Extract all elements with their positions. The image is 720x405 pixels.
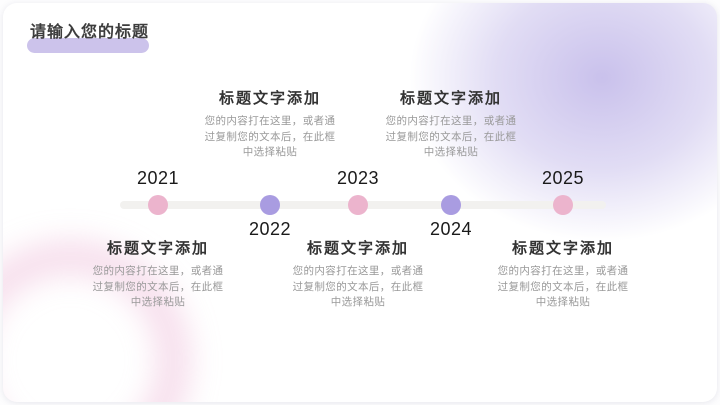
- body-line: 中选择粘贴: [130, 296, 186, 308]
- body-line: 中选择粘贴: [330, 296, 386, 308]
- block-title: 标题文字添加: [399, 90, 502, 107]
- body-line: 您的内容打在这里，或者通: [292, 265, 424, 277]
- block-body: 您的内容打在这里，或者通 过复制您的文本后，在此框 中选择粘贴: [73, 264, 243, 311]
- slide-title-textbox[interactable]: 请输入您的标题: [27, 21, 180, 57]
- block-body: 您的内容打在这里，或者通 过复制您的文本后，在此框 中选择粘贴: [273, 264, 443, 311]
- title-highlight-pill: [27, 38, 149, 53]
- body-line: 您的内容打在这里，或者通: [92, 265, 224, 277]
- body-line: 过复制您的文本后，在此框: [497, 280, 629, 293]
- timeline-dot-2024: [441, 195, 461, 215]
- body-line: 您的内容打在这里，或者通: [204, 115, 336, 127]
- timeline-dot-2022: [260, 195, 280, 215]
- year-label[interactable]: 2023: [336, 168, 380, 188]
- block-title: 标题文字添加: [106, 240, 209, 257]
- body-line: 中选择粘贴: [242, 146, 298, 158]
- block-title: 标题文字添加: [218, 90, 321, 107]
- block-body: 您的内容打在这里，或者通 过复制您的文本后，在此框 中选择粘贴: [366, 114, 536, 161]
- block-title: 标题文字添加: [511, 240, 614, 257]
- year-label[interactable]: 2022: [248, 219, 292, 239]
- slide-canvas: 请输入您的标题 2021 标题文字添加 您的内容打在这里，或者通 过复制您的文本…: [3, 3, 717, 402]
- timeline-dot-2023: [348, 195, 368, 215]
- block-title: 标题文字添加: [306, 240, 409, 257]
- block-body: 您的内容打在这里，或者通 过复制您的文本后，在此框 中选择粘贴: [185, 114, 355, 161]
- page-title: 请输入您的标题: [30, 24, 150, 41]
- timeline-textbox[interactable]: 标题文字添加 您的内容打在这里，或者通 过复制您的文本后，在此框 中选择粘贴: [273, 240, 443, 311]
- body-line: 中选择粘贴: [423, 146, 479, 158]
- body-line: 中选择粘贴: [535, 296, 591, 308]
- body-line: 过复制您的文本后，在此框: [204, 130, 336, 143]
- body-line: 过复制您的文本后，在此框: [385, 130, 517, 143]
- timeline-textbox[interactable]: 标题文字添加 您的内容打在这里，或者通 过复制您的文本后，在此框 中选择粘贴: [366, 90, 536, 161]
- timeline-dot-2025: [553, 195, 573, 215]
- body-line: 过复制您的文本后，在此框: [92, 280, 224, 293]
- timeline-textbox[interactable]: 标题文字添加 您的内容打在这里，或者通 过复制您的文本后，在此框 中选择粘贴: [478, 240, 648, 311]
- body-line: 您的内容打在这里，或者通: [497, 265, 629, 277]
- timeline-dot-2021: [148, 195, 168, 215]
- year-label[interactable]: 2021: [136, 168, 180, 188]
- block-body: 您的内容打在这里，或者通 过复制您的文本后，在此框 中选择粘贴: [478, 264, 648, 311]
- year-label[interactable]: 2024: [429, 219, 473, 239]
- body-line: 过复制您的文本后，在此框: [292, 280, 424, 293]
- timeline-textbox[interactable]: 标题文字添加 您的内容打在这里，或者通 过复制您的文本后，在此框 中选择粘贴: [185, 90, 355, 161]
- year-label[interactable]: 2025: [541, 168, 585, 188]
- body-line: 您的内容打在这里，或者通: [385, 115, 517, 127]
- timeline-textbox[interactable]: 标题文字添加 您的内容打在这里，或者通 过复制您的文本后，在此框 中选择粘贴: [73, 240, 243, 311]
